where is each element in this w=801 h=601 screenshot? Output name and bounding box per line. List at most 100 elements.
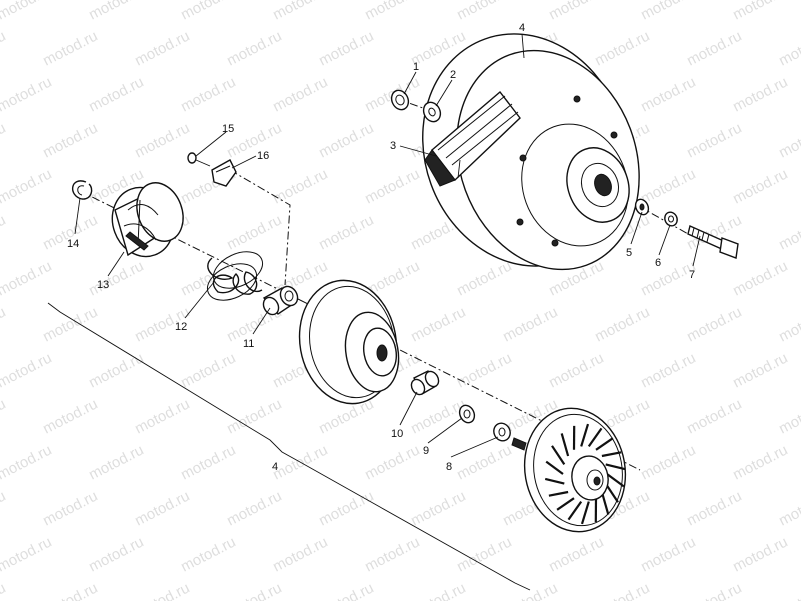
watermark-text: motod.ru	[362, 0, 422, 24]
watermark-text: motod.ru	[638, 166, 698, 208]
watermark-text: motod.ru	[86, 74, 146, 116]
watermark-text: motod.ru	[362, 442, 422, 484]
callout-13: 13	[97, 279, 109, 291]
callout-11: 11	[243, 338, 254, 350]
watermark-text: motod.ru	[454, 0, 514, 24]
watermark-text: motod.ru	[178, 0, 238, 24]
fin	[551, 445, 566, 466]
fixed-sheave	[523, 407, 627, 533]
spring-12	[206, 251, 264, 301]
watermark-text: motod.ru	[316, 212, 376, 254]
callout-2: 2	[450, 69, 456, 81]
callout-4-bracket: 4	[272, 461, 278, 473]
watermark-text: motod.ru	[684, 304, 744, 346]
watermark-text: motod.ru	[408, 396, 468, 438]
watermark-text: motod.ru	[500, 304, 560, 346]
watermark-text: motod.ru	[454, 350, 514, 392]
leader-lines	[74, 33, 701, 458]
watermark-text: motod.ru	[40, 120, 100, 162]
watermark-text: motod.ru	[224, 212, 284, 254]
watermark-text: motod.ru	[592, 580, 652, 601]
watermark-text: motod.ru	[362, 534, 422, 576]
watermark-text: motod.ru	[638, 74, 698, 116]
watermark-text: motod.ru	[40, 396, 100, 438]
watermark-text: motod.ru	[0, 166, 55, 208]
callout-6: 6	[655, 257, 661, 269]
callout-labels: 1 2 3 4 5 6 7 8 9 10 11 12 13 14 15 16 4	[67, 22, 695, 473]
watermark-text: motod.ru	[316, 580, 376, 601]
watermark-text: motod.ru	[0, 212, 9, 254]
watermark-text: motod.ru	[316, 28, 376, 70]
watermark-text: motod.ru	[270, 166, 330, 208]
watermark-text: motod.ru	[454, 258, 514, 300]
bolt-7	[687, 225, 739, 259]
watermark-text: motod.ru	[730, 442, 790, 484]
watermark-text: motod.ru	[0, 488, 9, 530]
watermark-text: motod.ru	[730, 0, 790, 24]
bushing-11	[262, 285, 299, 316]
watermark-text: motod.ru	[0, 304, 9, 346]
watermark-text: motod.ru	[40, 304, 100, 346]
fin	[556, 497, 575, 511]
drive-belt	[424, 90, 521, 187]
lock-washer-6	[664, 211, 678, 227]
callout-9: 9	[423, 445, 429, 457]
callout-14: 14	[67, 238, 79, 250]
washer-1	[390, 89, 410, 111]
watermark-text: motod.ru	[132, 28, 192, 70]
watermark-text: motod.ru	[592, 28, 652, 70]
watermark-text: motod.ru	[730, 74, 790, 116]
fin	[567, 500, 583, 521]
callout-16: 16	[257, 150, 269, 162]
bushing-10	[410, 370, 440, 396]
fin	[580, 501, 590, 525]
snap-ring-14	[72, 180, 93, 200]
watermark-text: motod.ru	[776, 212, 801, 254]
watermark-text: motod.ru	[730, 534, 790, 576]
watermark-text: motod.ru	[776, 304, 801, 346]
watermark-text: motod.ru	[40, 488, 100, 530]
watermark-text: motod.ru	[132, 580, 192, 601]
watermark-text: motod.ru	[178, 534, 238, 576]
watermark-text: motod.ru	[408, 580, 468, 601]
callout-8: 8	[446, 461, 452, 473]
watermark-text: motod.ru	[638, 534, 698, 576]
watermark-text: motod.ru	[684, 488, 744, 530]
fin	[560, 433, 570, 457]
watermark-text: motod.ru	[270, 0, 330, 24]
watermark-text: motod.ru	[178, 442, 238, 484]
watermark-text: motod.ru	[730, 350, 790, 392]
fin	[595, 437, 614, 451]
washer-2	[422, 101, 442, 123]
watermark-text: motod.ru	[684, 120, 744, 162]
washer-5	[634, 198, 650, 216]
watermark-text: motod.ru	[776, 580, 801, 601]
watermark-text: motod.ru	[270, 534, 330, 576]
callout-5: 5	[626, 247, 632, 259]
watermark-text: motod.ru	[224, 396, 284, 438]
callout-15: 15	[222, 123, 234, 135]
moveable-sheave	[298, 279, 400, 405]
watermark-text: motod.ru	[86, 0, 146, 24]
watermark-text: motod.ru	[0, 350, 55, 392]
watermark-text: motod.ru	[684, 580, 744, 601]
watermark-text: motod.ru	[0, 442, 55, 484]
watermark-text: motod.ru	[224, 488, 284, 530]
watermark-text: motod.ru	[638, 350, 698, 392]
fin	[587, 427, 603, 448]
watermark-text: motod.ru	[132, 120, 192, 162]
fin	[601, 451, 622, 458]
callout-7: 7	[689, 269, 695, 281]
button-16	[211, 159, 237, 187]
watermark-text: motod.ru	[776, 488, 801, 530]
watermark-text: motod.ru	[132, 488, 192, 530]
watermark-text: motod.ru	[454, 442, 514, 484]
watermark-text: motod.ru	[684, 396, 744, 438]
watermark-text: motod.ru	[592, 304, 652, 346]
watermark-text: motod.ru	[776, 120, 801, 162]
callout-10: 10	[391, 428, 403, 440]
callout-3: 3	[390, 140, 396, 152]
watermark-text: motod.ru	[316, 120, 376, 162]
fin	[544, 477, 565, 485]
